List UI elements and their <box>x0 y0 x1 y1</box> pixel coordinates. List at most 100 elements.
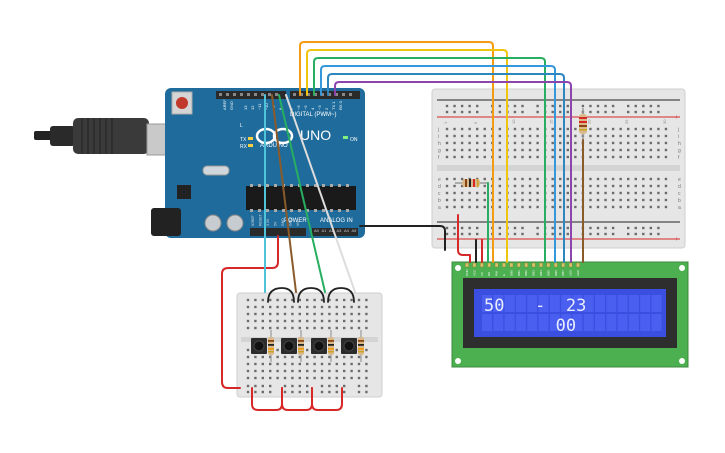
button-1[interactable] <box>251 338 267 354</box>
lcd-cell <box>651 314 662 331</box>
lcd-pin <box>539 262 543 268</box>
button-4[interactable] <box>341 338 357 354</box>
on-led <box>343 136 348 139</box>
usb-plug <box>73 118 149 154</box>
lcd-pin <box>502 262 506 268</box>
power-pin-label: IOREF <box>251 215 255 226</box>
lcd-pin <box>546 262 551 268</box>
lcd-pin <box>568 262 573 268</box>
lcd-pin <box>465 262 469 268</box>
row-letter: d <box>678 184 681 190</box>
digital-label: DIGITAL (PWM~) <box>290 112 337 118</box>
usb-cable-body <box>50 126 75 146</box>
lcd-cell <box>504 295 515 312</box>
analog-pin-label: A4 <box>344 228 350 233</box>
rail-mark: + <box>675 237 679 243</box>
aref-label: AREF <box>222 99 227 110</box>
lcd-cell <box>583 314 594 331</box>
power-pin-label: GND <box>281 218 285 226</box>
lcd-cell <box>561 314 572 331</box>
digital-pin-label: ~10 <box>264 102 269 110</box>
lcd-pin <box>509 262 514 268</box>
column-number: 25 <box>624 119 629 124</box>
row-letter: a <box>438 205 441 211</box>
capacitor-2 <box>226 214 244 232</box>
wire-loop-1 <box>267 287 295 303</box>
wire-red-loop-3 <box>311 387 343 411</box>
gnd-label: GND <box>229 101 234 110</box>
lcd-pin-label: VCC <box>472 269 476 276</box>
row-letter: e <box>438 177 441 183</box>
lcd-character-grid <box>482 295 662 331</box>
button-2[interactable] <box>281 338 297 354</box>
lcd-pin <box>561 262 565 268</box>
lcd-pin-label: DB6 <box>554 270 558 276</box>
row-letter: i <box>438 134 439 140</box>
lcd-mount-hole-1 <box>455 265 461 271</box>
digital-pin-label: ~6 <box>296 105 301 110</box>
lcd-pin-label: DB3 <box>532 270 536 276</box>
reset-button[interactable] <box>176 97 188 109</box>
power-header <box>250 228 306 236</box>
lcd-cell <box>628 295 639 312</box>
lcd-cell <box>628 314 639 331</box>
regulator <box>177 185 191 199</box>
lcd-pin-label: GND <box>465 269 469 277</box>
wire-5v-mini <box>221 235 279 389</box>
digital-pin-label: ~11 <box>257 103 262 110</box>
lcd-cell <box>482 314 492 331</box>
lcd-mount-hole-2 <box>679 265 685 271</box>
lcd-cell <box>651 295 662 312</box>
lcd-cell <box>617 314 628 331</box>
lcd-cell <box>482 295 492 312</box>
wire-purple <box>334 81 572 263</box>
analog-pin-label: A5 <box>352 228 358 233</box>
wires <box>221 41 584 411</box>
row-letter: i <box>678 134 679 140</box>
lcd-pin <box>524 262 528 268</box>
board-brand: UNO <box>300 127 331 143</box>
rx-label: RX <box>240 144 248 150</box>
capacitor-1 <box>204 214 222 232</box>
button-3[interactable] <box>311 338 327 354</box>
lcd-pin-label: LED <box>569 269 573 276</box>
lcd-row-2: 00 <box>484 316 576 336</box>
resistor-vertical <box>579 108 587 140</box>
row-letter: b <box>438 198 441 204</box>
rail-mark: − <box>675 98 679 104</box>
row-letter: j <box>437 127 439 133</box>
lcd-pin <box>576 262 580 268</box>
wire-green-btn <box>278 94 326 293</box>
analog-pin-label: A3 <box>337 228 343 233</box>
breadboard-holes <box>445 104 668 236</box>
analog-pin-label: A1 <box>322 228 328 233</box>
wire-loop-2 <box>297 287 325 303</box>
lcd-cell <box>549 295 560 312</box>
lcd-pin-label: V0 <box>480 272 484 276</box>
wire-orange <box>299 41 494 263</box>
row-letter: c <box>678 191 681 197</box>
power-jack <box>151 208 181 236</box>
row-letter: g <box>438 148 441 154</box>
lcd-cell <box>572 314 583 331</box>
lcd-cell <box>527 295 538 312</box>
lcd-cell <box>515 314 526 331</box>
digital-header-right <box>290 91 360 99</box>
lcd-cell <box>640 295 651 312</box>
power-pin-label: Vin <box>296 221 300 226</box>
button-resistor <box>298 330 304 362</box>
lcd-pin-label: DB2 <box>524 270 528 276</box>
lcd-cell <box>640 314 651 331</box>
lcd-pin <box>517 262 521 268</box>
lcd-mount-hole-4 <box>679 358 685 364</box>
lcd-row-1: 50 - 23 <box>484 296 586 316</box>
wire-ground <box>359 225 446 251</box>
button-resistor <box>268 330 274 362</box>
power-pin-label: 3.3V <box>266 218 270 226</box>
rx-led <box>248 144 253 147</box>
lcd-pin-label: DB5 <box>546 270 550 276</box>
